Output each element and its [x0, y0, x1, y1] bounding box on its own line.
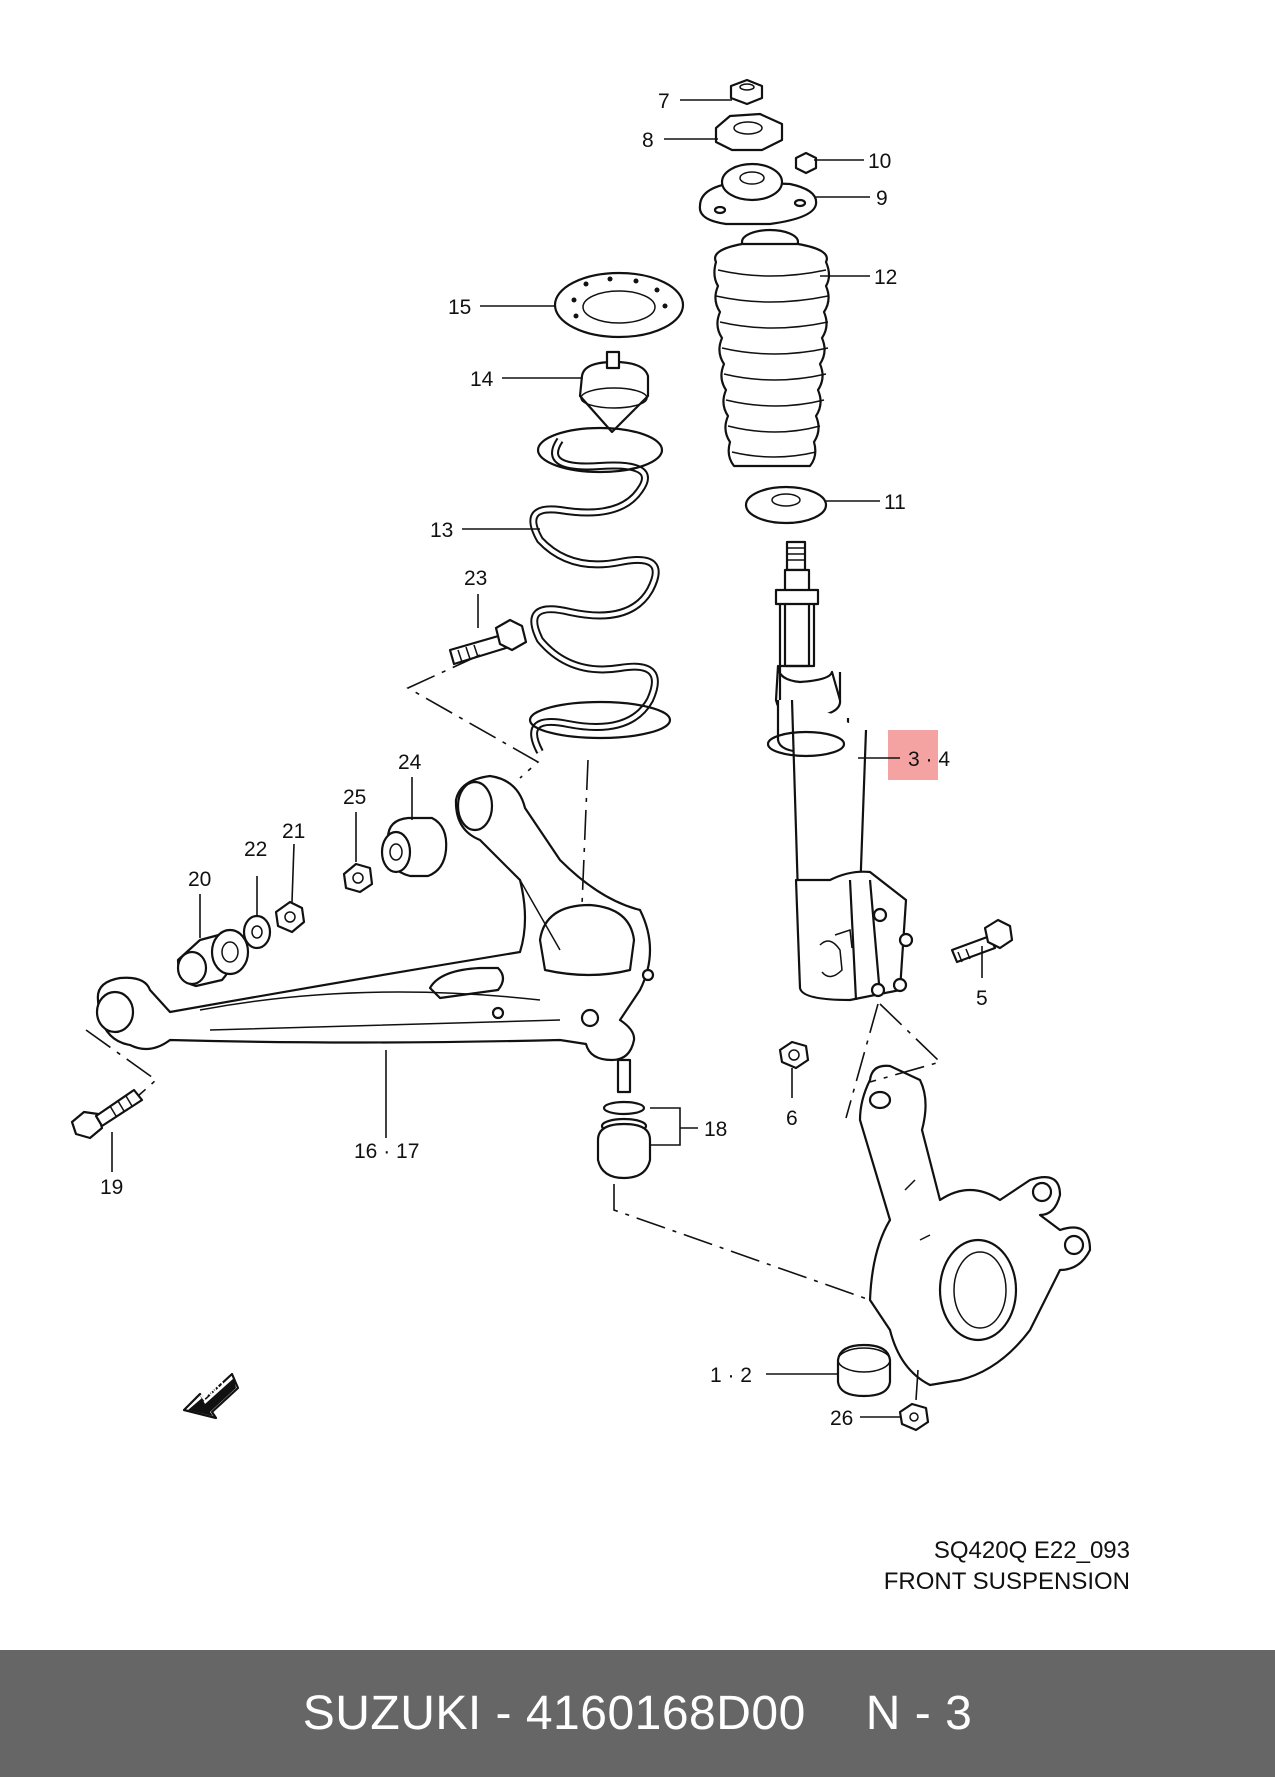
footer-bar: SUZUKI - 4160168D00 N - 3 — [0, 1650, 1275, 1777]
callout-8: 8 — [642, 129, 654, 152]
highlight-box — [888, 730, 938, 780]
assembly-line-balljoint — [613, 1184, 871, 1301]
callout-9: 9 — [876, 187, 888, 210]
nut-part-21 — [274, 900, 306, 934]
leader-lines — [111, 99, 983, 1418]
callout-24: 24 — [398, 751, 422, 774]
diagram-code: SQ420Q E22_093 — [933, 1537, 1130, 1564]
callout-7: 7 — [658, 90, 670, 113]
spring-seat-part-11 — [744, 485, 828, 525]
callout-13: 13 — [430, 519, 453, 542]
callout-16-17: 16 · 17 — [354, 1140, 419, 1163]
bolt-part-19 — [70, 1088, 144, 1140]
suspension-diagram: FWD 7 8 10 9 12 15 14 11 13 — [70, 78, 1092, 1432]
washer-part-8 — [714, 112, 784, 152]
callout-23: 23 — [464, 567, 487, 590]
diagram-caption: SQ420Q E22_093 FRONT SUSPENSION — [884, 1535, 1130, 1597]
bump-boot-part-12 — [713, 228, 831, 468]
callout-14: 14 — [470, 368, 494, 391]
assembly-line-bushing — [915, 1369, 919, 1401]
steering-knuckle-part-1-2 — [858, 1064, 1092, 1387]
callout-11: 11 — [884, 491, 906, 514]
callout-15: 15 — [448, 296, 471, 319]
callout-5: 5 — [976, 987, 988, 1010]
shock-absorber-part-3-4 — [766, 540, 914, 1002]
callout-3-4: 3 · 4 — [908, 748, 950, 771]
assembly-line-bolt19 — [85, 1029, 158, 1097]
callout-1-2: 1 · 2 — [710, 1364, 752, 1387]
coil-spring-part-13 — [528, 426, 672, 754]
callout-22: 22 — [244, 838, 267, 861]
callout-21: 21 — [282, 820, 305, 843]
bolt-part-23 — [448, 618, 528, 666]
washer-part-22 — [242, 914, 272, 950]
upper-insulator-part-15 — [553, 271, 685, 339]
callout-18: 18 — [704, 1118, 727, 1141]
assembly-line-strut-knuckle — [845, 1003, 942, 1119]
bushing-part-24 — [380, 816, 448, 878]
callout-19: 19 — [100, 1176, 123, 1199]
part-number-label: SUZUKI - 4160168D00 — [302, 1687, 806, 1740]
callout-6: 6 — [786, 1107, 798, 1130]
assembly-line-arm-spring — [581, 759, 589, 906]
knuckle-bushing-part-1-2 — [836, 1343, 892, 1398]
nut-part-25 — [342, 862, 374, 894]
ball-joint-part-18 — [596, 1058, 652, 1180]
assembly-line-bolt23 — [406, 654, 540, 779]
nut-part-10 — [794, 151, 818, 175]
bushing-part-20 — [176, 928, 250, 988]
callout-10: 10 — [868, 150, 891, 173]
callout-12: 12 — [874, 266, 897, 289]
reference-number: N - 3 — [865, 1687, 973, 1740]
callout-26: 26 — [830, 1407, 853, 1430]
bolt-part-5 — [950, 918, 1014, 964]
fwd-arrow-icon: FWD — [182, 1372, 240, 1420]
callout-20: 20 — [188, 868, 211, 891]
lower-control-arm-part-16-17 — [95, 774, 655, 1062]
callout-25: 25 — [343, 786, 366, 809]
diagram-title: FRONT SUSPENSION — [883, 1568, 1130, 1595]
bump-stop-part-14 — [578, 350, 650, 434]
nut-part-7 — [729, 78, 764, 106]
nut-part-6 — [778, 1040, 810, 1070]
nut-part-26 — [898, 1402, 930, 1432]
strut-mount-part-9 — [698, 162, 818, 226]
